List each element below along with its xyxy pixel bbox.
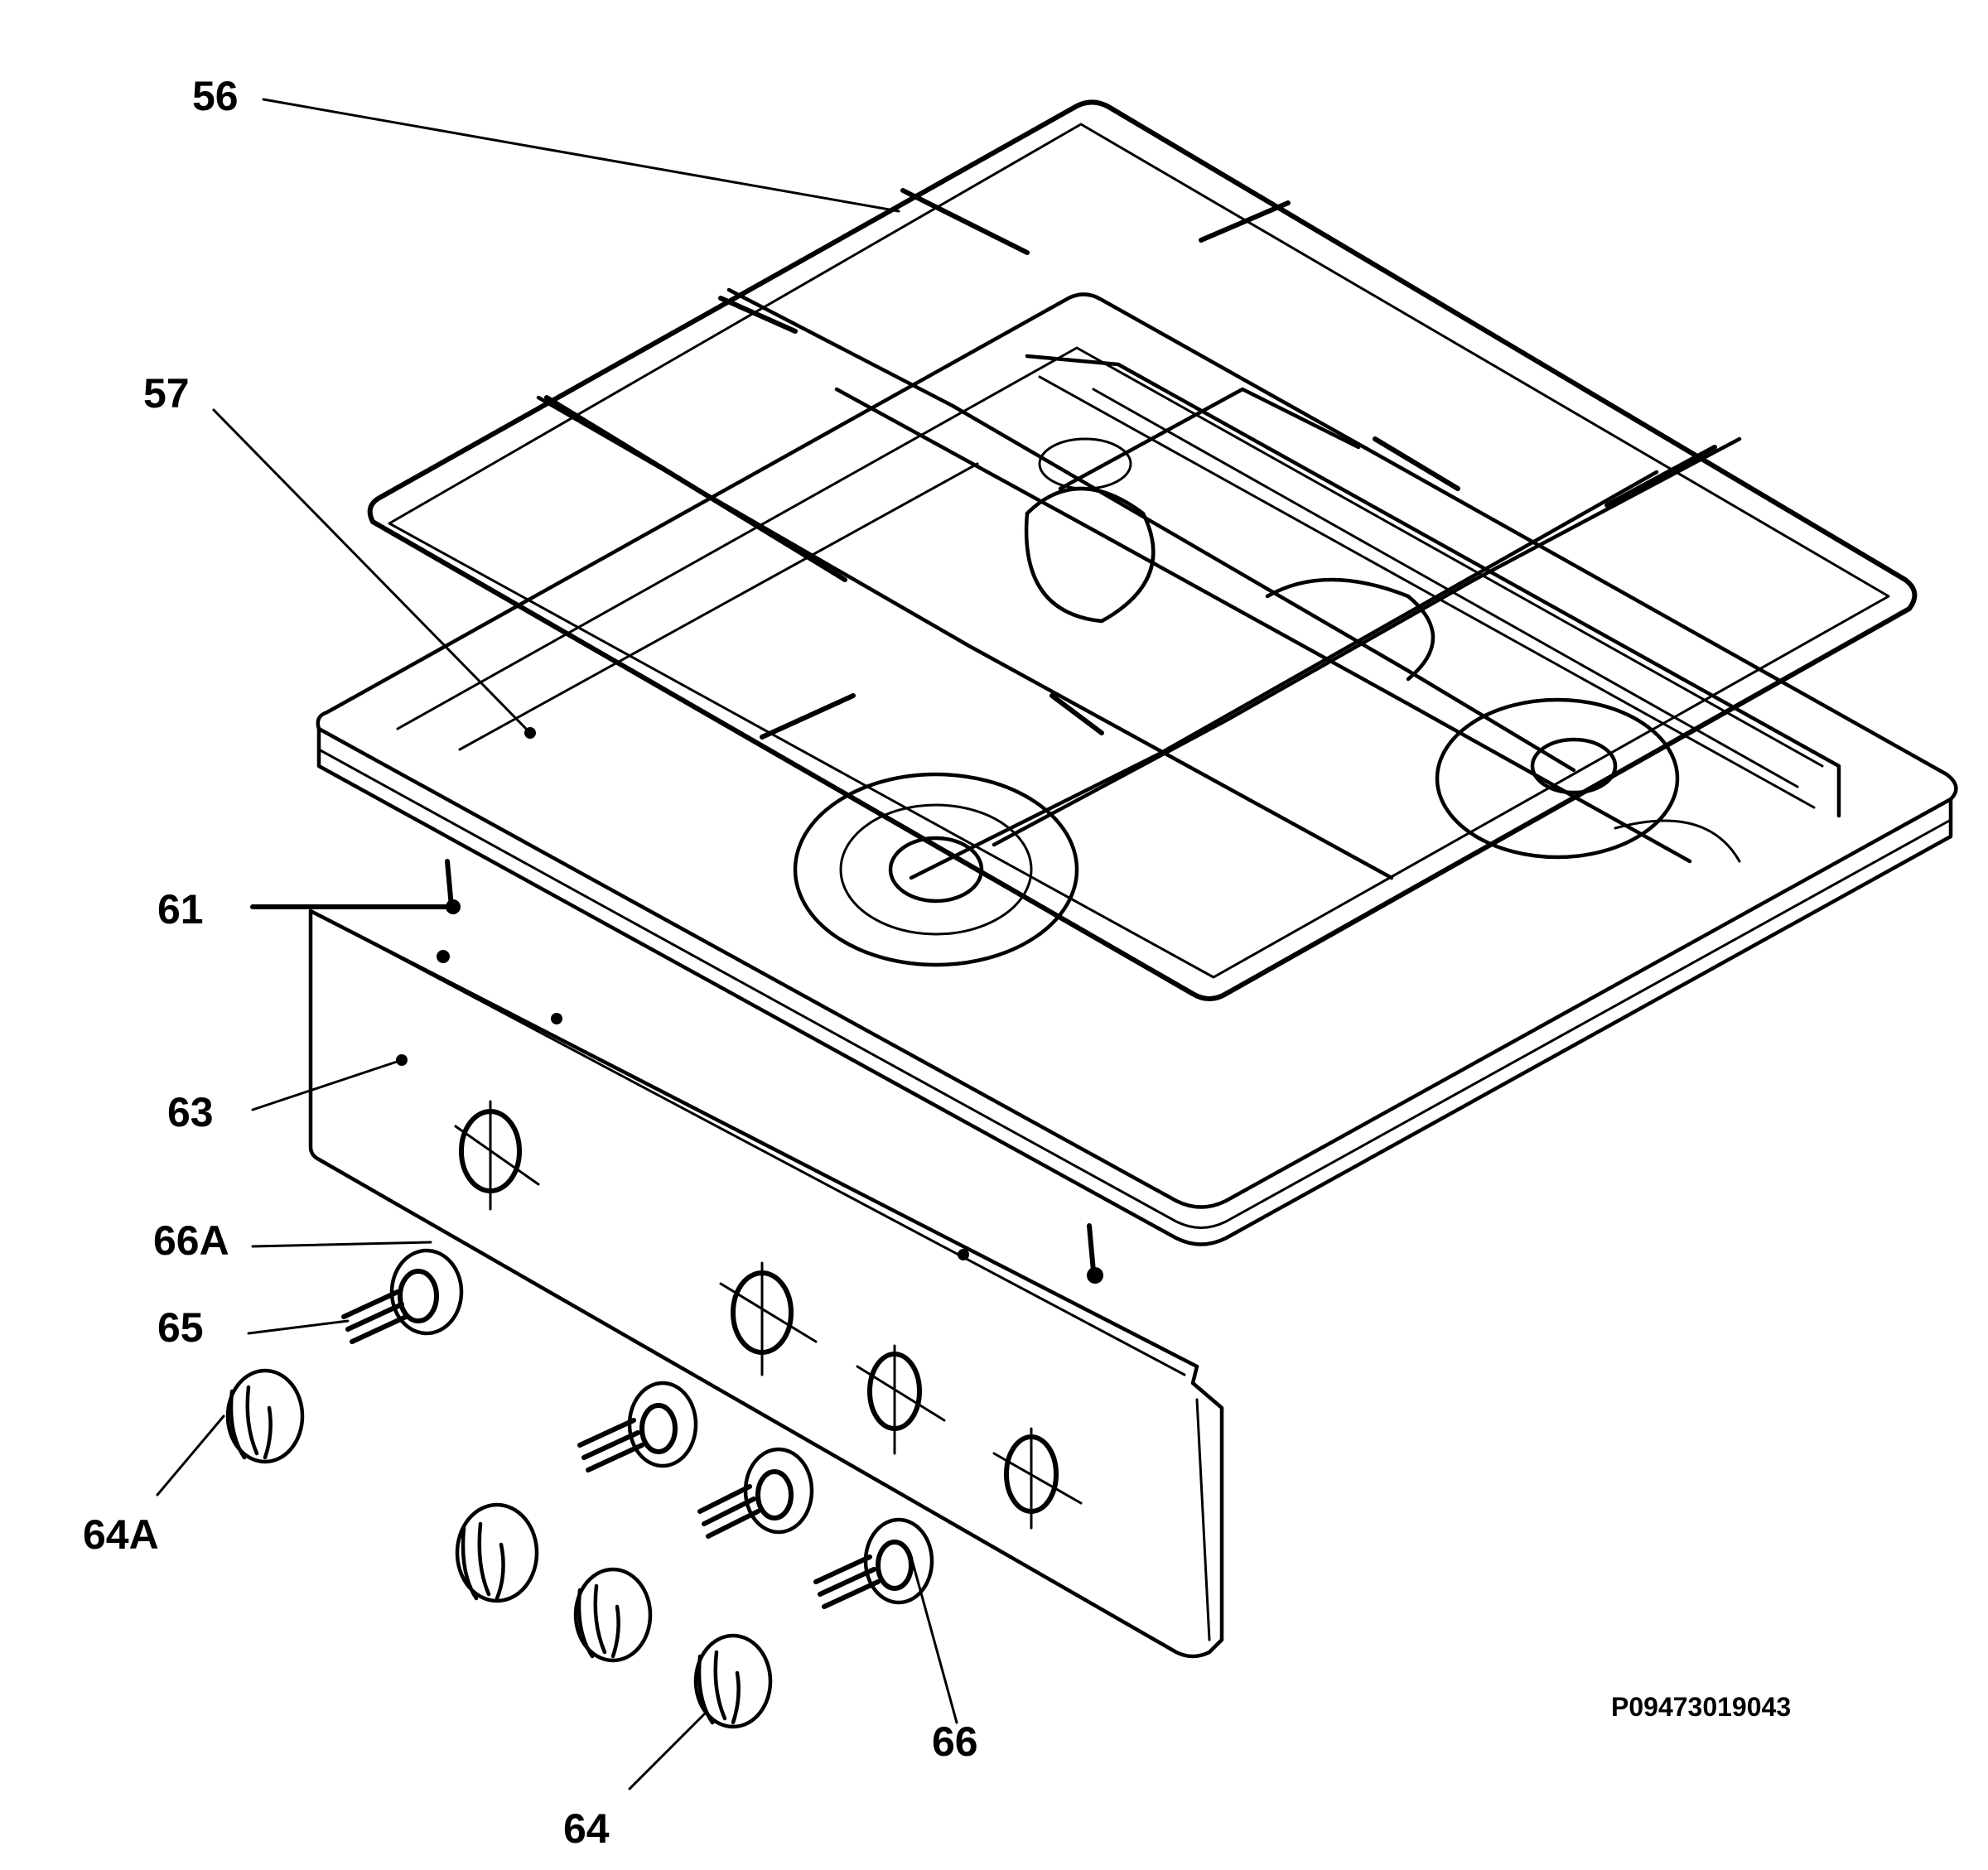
callout-66: 66 [932,1718,978,1765]
control-knobs [225,1368,773,1729]
spring-66a [341,1248,464,1344]
drawing-code: P09473019043 [1611,1692,1791,1722]
control-panel [308,908,1224,1659]
knob-hole-1 [454,1100,540,1211]
knob-64 [693,1633,773,1729]
knob-3 [573,1567,653,1663]
callout-56: 56 [192,73,239,119]
callout-64a: 64A [83,1511,159,1558]
callout-65: 65 [157,1304,204,1351]
callout-63: 63 [167,1089,214,1135]
spring-66 [813,1517,934,1609]
knob-64a [225,1368,305,1464]
leader-lines [156,98,958,1790]
knob-springs [341,1248,934,1609]
burner-rear-left [1024,437,1156,624]
knob-hole-4 [992,1427,1083,1530]
callout-labels: 56 57 61 63 66A 65 64A 66 64 P0947301904… [83,73,1791,1852]
knob-2 [455,1502,539,1603]
callout-57: 57 [143,370,190,417]
callout-66a: 66A [153,1217,229,1264]
screw-61 [445,859,461,914]
burner-front-right [1435,697,1741,863]
spring-3 [697,1447,814,1539]
burner-rear-right [1265,577,1436,682]
burners [793,437,1741,967]
hob-top-plate [316,292,1958,1246]
spring-2 [577,1381,698,1472]
knob-hole-3 [856,1344,946,1455]
burner-front-left [793,772,1079,967]
knob-hole-2 [719,1261,818,1376]
callout-64: 64 [563,1805,610,1852]
pan-support-grid [367,99,1918,1001]
callout-61: 61 [157,886,204,933]
